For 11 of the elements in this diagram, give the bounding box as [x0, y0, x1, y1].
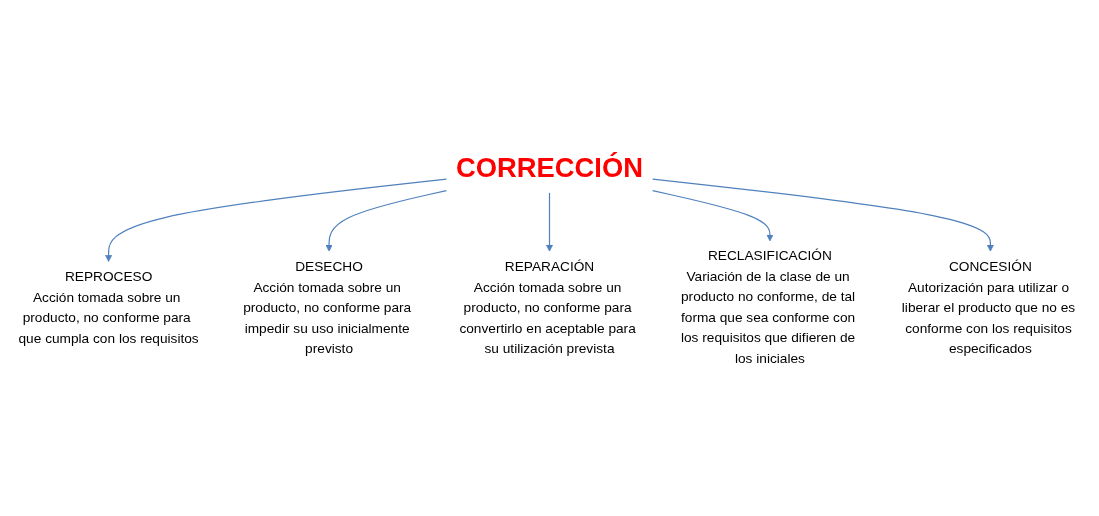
node-text: REPARACIÓN Acción tomada sobre un producto, no conforme para convertirlo en aceptable para su utilización prevista	[459, 258, 636, 356]
arrow	[545, 192, 554, 252]
node-text: DESECHO Acción tomada sobre un producto, no conforme para impedir su uso inicialmente previsto	[243, 258, 412, 356]
node-text: CONCESIÓN Autorización para utilizar o liberar el producto que no es conforme con los requisitos especificados	[901, 258, 1076, 356]
arrow	[325, 190, 447, 252]
node-text: RECLASIFICACIÓN Variación de la clase de un producto no conforme, de tal forma que sea conforme con los requisitos que difieren de los iniciales	[680, 248, 856, 367]
arrow	[105, 178, 447, 262]
arrow	[652, 178, 994, 252]
arrow	[652, 190, 774, 242]
node-text: REPROCESO Acción tomada sobre un producto, no conforme para que cumpla con los requisitos	[18, 268, 199, 346]
node-text: CORRECCIÓN	[456, 151, 643, 183]
